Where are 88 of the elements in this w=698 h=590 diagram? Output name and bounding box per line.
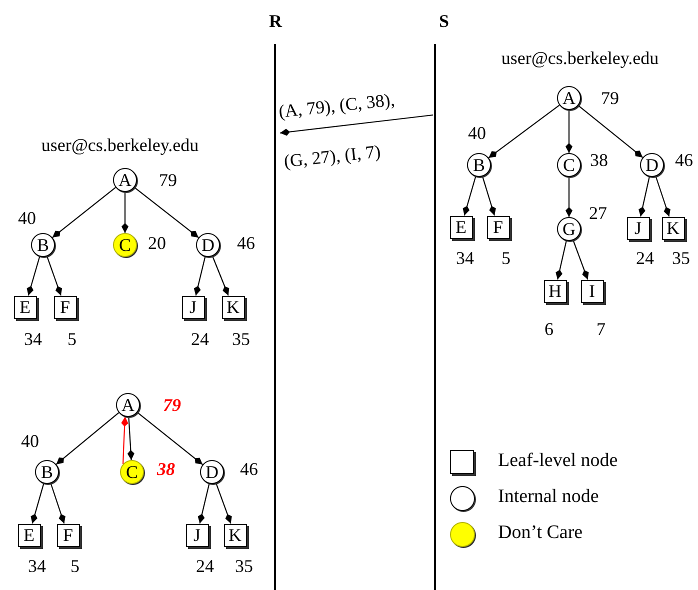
arrow — [638, 176, 650, 217]
arrow — [121, 416, 128, 464]
arrow — [134, 186, 199, 238]
leaf-node-box: J — [186, 524, 208, 546]
arrow — [137, 412, 203, 465]
address-text: user@cs.berkeley.edu — [41, 136, 199, 154]
leaf-node-box: J — [626, 216, 650, 240]
internal-node-circle: A — [113, 168, 137, 192]
internal-node-circle: A — [116, 393, 140, 417]
leaf-node-box: H — [544, 280, 566, 302]
node-value: 35 — [672, 249, 690, 267]
arrow — [56, 412, 120, 465]
leaf-node-box: E — [450, 216, 472, 238]
arrow — [50, 483, 66, 524]
arrow — [556, 240, 567, 280]
node-value: 24 — [636, 249, 654, 267]
arrow — [566, 110, 572, 153]
node-value: 40 — [18, 209, 36, 227]
legend-text: Leaf-level node — [498, 451, 618, 470]
arrow — [194, 256, 206, 296]
dont-care-node-circle: C — [120, 460, 144, 484]
arrow — [198, 484, 210, 524]
node-value: 35 — [232, 330, 250, 348]
node-value: 40 — [468, 124, 486, 142]
node-value: 38 — [590, 151, 608, 169]
node-value: 5 — [68, 330, 76, 348]
node-value: 46 — [240, 460, 258, 478]
arrow — [655, 176, 670, 217]
arrow — [462, 176, 476, 216]
address-text: user@cs.berkeley.edu — [501, 49, 659, 67]
node-value: 20 — [148, 234, 166, 252]
node-value: 24 — [196, 557, 214, 575]
node-value: 27 — [589, 204, 607, 222]
edge-label: (A, 79), (C, 38), (G, 27), (I, 7) — [276, 88, 397, 174]
arrow — [566, 177, 572, 217]
arrow — [216, 483, 232, 524]
arrow — [127, 416, 134, 460]
internal-node-circle: B — [467, 153, 491, 177]
internal-node-circle: C — [557, 153, 581, 177]
node-value: 79 — [159, 171, 177, 189]
node-value: 6 — [544, 320, 554, 338]
arrow — [212, 256, 230, 296]
node-value: 7 — [596, 320, 606, 338]
arrow — [488, 104, 560, 158]
leaf-node-box: F — [56, 524, 80, 546]
arrow — [26, 256, 40, 296]
internal-node-circle: A — [557, 86, 581, 110]
node-value: 5 — [502, 249, 510, 267]
arrow — [572, 240, 589, 280]
arrow — [578, 105, 644, 158]
leaf-node-box: K — [224, 524, 246, 546]
internal-node-circle: D — [200, 460, 224, 484]
leaf-node-box: K — [662, 216, 684, 240]
internal-node-circle: G — [557, 217, 581, 241]
node-value: 35 — [235, 557, 253, 575]
legend-text: Internal node — [498, 487, 599, 506]
arrow — [482, 176, 496, 216]
lane-heading: S — [439, 12, 450, 30]
leaf-node-box: J — [182, 296, 204, 318]
node-value: 46 — [237, 234, 255, 252]
legend-text: Don’t Care — [498, 523, 583, 542]
leaf-node-box: I — [580, 280, 604, 302]
leaf-node-box: K — [222, 296, 244, 318]
node-value: 40 — [21, 432, 39, 450]
node-value: 79 — [163, 396, 181, 414]
arrow — [46, 256, 62, 296]
node-value: 79 — [601, 89, 619, 107]
node-value: 34 — [456, 249, 474, 267]
leaf-node-box: E — [18, 524, 40, 546]
internal-node-circle: B — [35, 460, 59, 484]
internal-node-circle: B — [31, 233, 55, 257]
node-value: 34 — [28, 557, 46, 575]
node-value: 24 — [191, 330, 209, 348]
arrow — [122, 192, 128, 233]
leaf-node-box: F — [486, 216, 510, 238]
internal-node-circle: D — [196, 233, 220, 257]
arrow — [280, 114, 434, 136]
arrow — [30, 483, 44, 524]
node-value: 34 — [24, 330, 42, 348]
dont-care-node-circle: C — [113, 233, 137, 257]
leaf-node-box: F — [54, 296, 76, 318]
node-value: 46 — [675, 151, 693, 169]
internal-node-circle: D — [640, 153, 664, 177]
leaf-node-box: E — [14, 296, 36, 318]
node-value: 5 — [70, 557, 80, 575]
lane-heading: R — [269, 12, 282, 30]
node-value: 38 — [157, 460, 175, 478]
arrow — [52, 187, 116, 238]
